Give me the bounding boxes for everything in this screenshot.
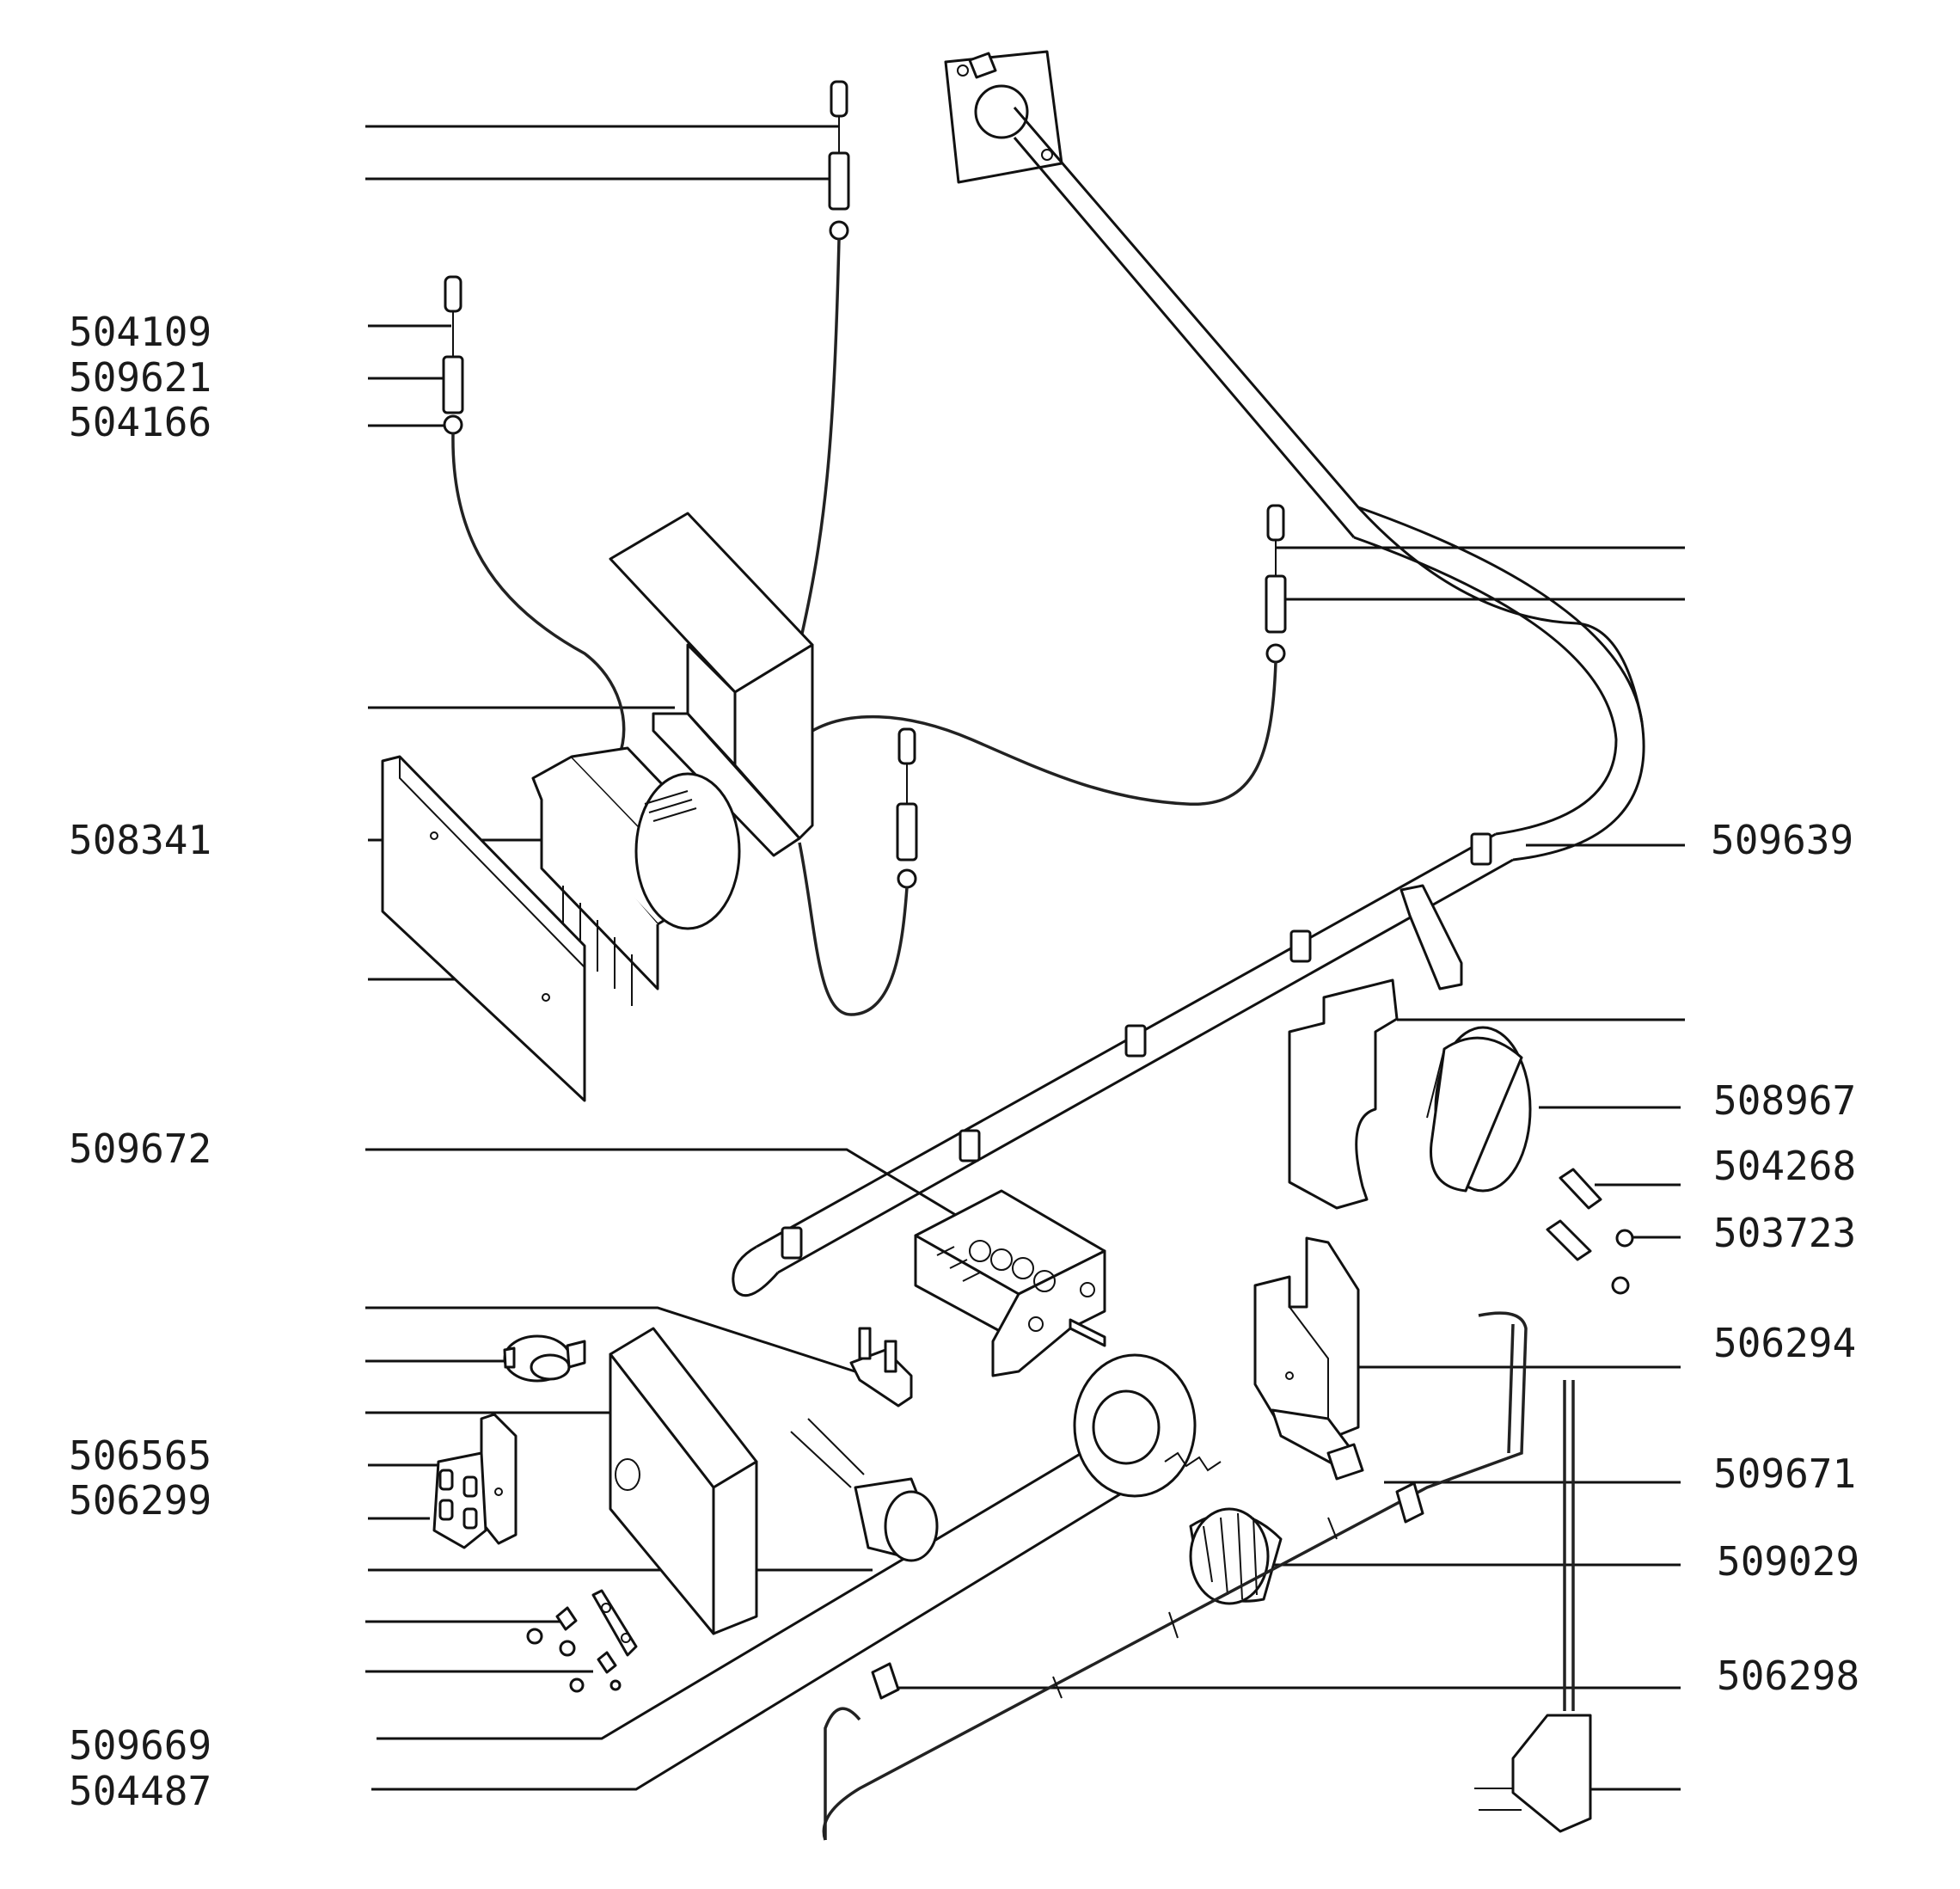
motor-bracket-box [609,512,814,857]
label-504109: 504109 [69,309,211,355]
label-504487: 504487 [69,1768,211,1814]
rail-studs [781,832,1492,1260]
connector-top-center [798,80,850,646]
label-504268: 504268 [1713,1143,1856,1189]
indicator-lamp [790,1418,939,1562]
label-508967: 508967 [1713,1077,1856,1124]
label-504166: 504166 [69,399,211,445]
label-506299: 506299 [69,1477,211,1524]
label-509671: 509671 [1713,1450,1856,1497]
connector-center-lower [798,727,918,1016]
capacitor-bracket [1288,978,1399,1210]
terminal-clip [849,1327,913,1408]
terminal-block [432,1413,518,1549]
bracket-506294 [1253,1236,1364,1481]
label-509672: 509672 [69,1125,211,1172]
heating-element-tube [732,50,1645,1297]
fuses-and-nuts [1546,1168,1634,1295]
dial-ring [1073,1353,1197,1498]
wire-harness [822,1311,1528,1841]
leader-lines [365,125,1685,1791]
label-509621: 509621 [69,354,211,401]
cover-box [609,1327,758,1635]
connector-504109 [442,275,626,757]
label-509639: 509639 [1711,817,1853,863]
connector-right-upper [798,504,1287,806]
power-cord-plug [1474,1380,1592,1833]
label-506294: 506294 [1713,1320,1856,1366]
selector-switch-509672 [914,1189,1106,1377]
label-503723: 503723 [1713,1210,1856,1256]
label-508341: 508341 [69,817,211,863]
label-509669: 509669 [69,1722,211,1769]
label-506565: 506565 [69,1432,211,1479]
mounting-plate [381,755,586,1102]
lamp-holder [503,1334,586,1383]
knob-509029 [1164,1451,1283,1605]
label-509029: 509029 [1717,1538,1859,1585]
screws-and-clips [526,1589,638,1693]
motor-508341 [531,746,741,1006]
capacitor-508967 [1426,1026,1532,1193]
label-506298: 506298 [1717,1653,1859,1699]
